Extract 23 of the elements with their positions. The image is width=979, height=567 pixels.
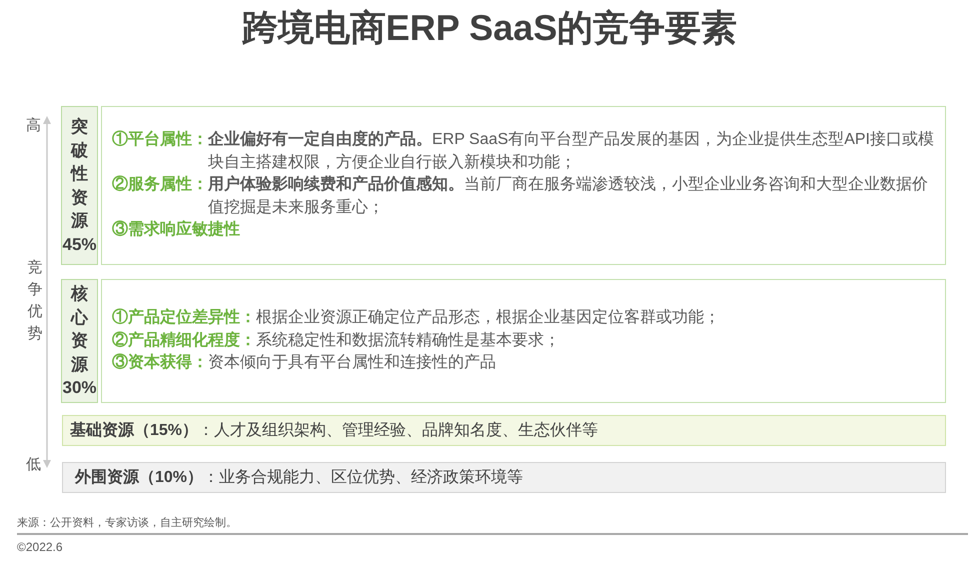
text-panel (101, 279, 946, 403)
resource-bar: 基础资源（15%）：人才及组织架构、管理经验、品牌知名度、生态伙伴等 (62, 415, 946, 446)
category-box: 突破性资源45% (61, 106, 98, 265)
item-heading: ③资本获得： (112, 352, 208, 374)
item-text: 企业偏好有一定自由度的产品。ERP SaaS有向平台型产品发展的基因，为企业提供生态型API接口或模块自主搭建权限，方便企业自行嵌入新模块和功能； (208, 129, 935, 173)
item-text: 用户体验影响续费和产品价值感知。当前厂商在服务端渗透较浅，小型企业业务咨询和大型企业数据价值挖掘是未来服务重心； (208, 174, 929, 218)
item-text: 系统稳定性和数据流转精确性是基本要求； (256, 330, 561, 351)
axis-label: 低 (26, 455, 41, 474)
item-heading: ③需求响应敏捷性 (112, 219, 240, 240)
item-heading: ②服务属性： (112, 174, 208, 196)
item-heading: ①产品定位差异性： (112, 307, 256, 328)
axis-label: 高 (26, 116, 41, 135)
item-text: 根据企业资源正确定位产品形态，根据企业基因定位客群或功能； (256, 308, 721, 328)
item-heading: ②产品精细化程度： (112, 330, 256, 351)
item-heading: ①平台属性： (112, 130, 208, 150)
text-panel (101, 106, 946, 265)
title: 跨境电商ERP SaaS的竞争要素 (242, 6, 738, 50)
resource-bar: 外围资源（10%）：业务合规能力、区位优势、经济政策环境等 (62, 462, 946, 493)
category-box: 核心资源30% (61, 279, 98, 403)
axis-label: 竞争优势 (27, 258, 43, 344)
item-text: 资本倾向于具有平台属性和连接性的产品 (208, 352, 497, 374)
copyright-note: ©2022.6 (17, 540, 63, 554)
source-note: 来源：公开资料，专家访谈，自主研究绘制。 (17, 516, 237, 530)
